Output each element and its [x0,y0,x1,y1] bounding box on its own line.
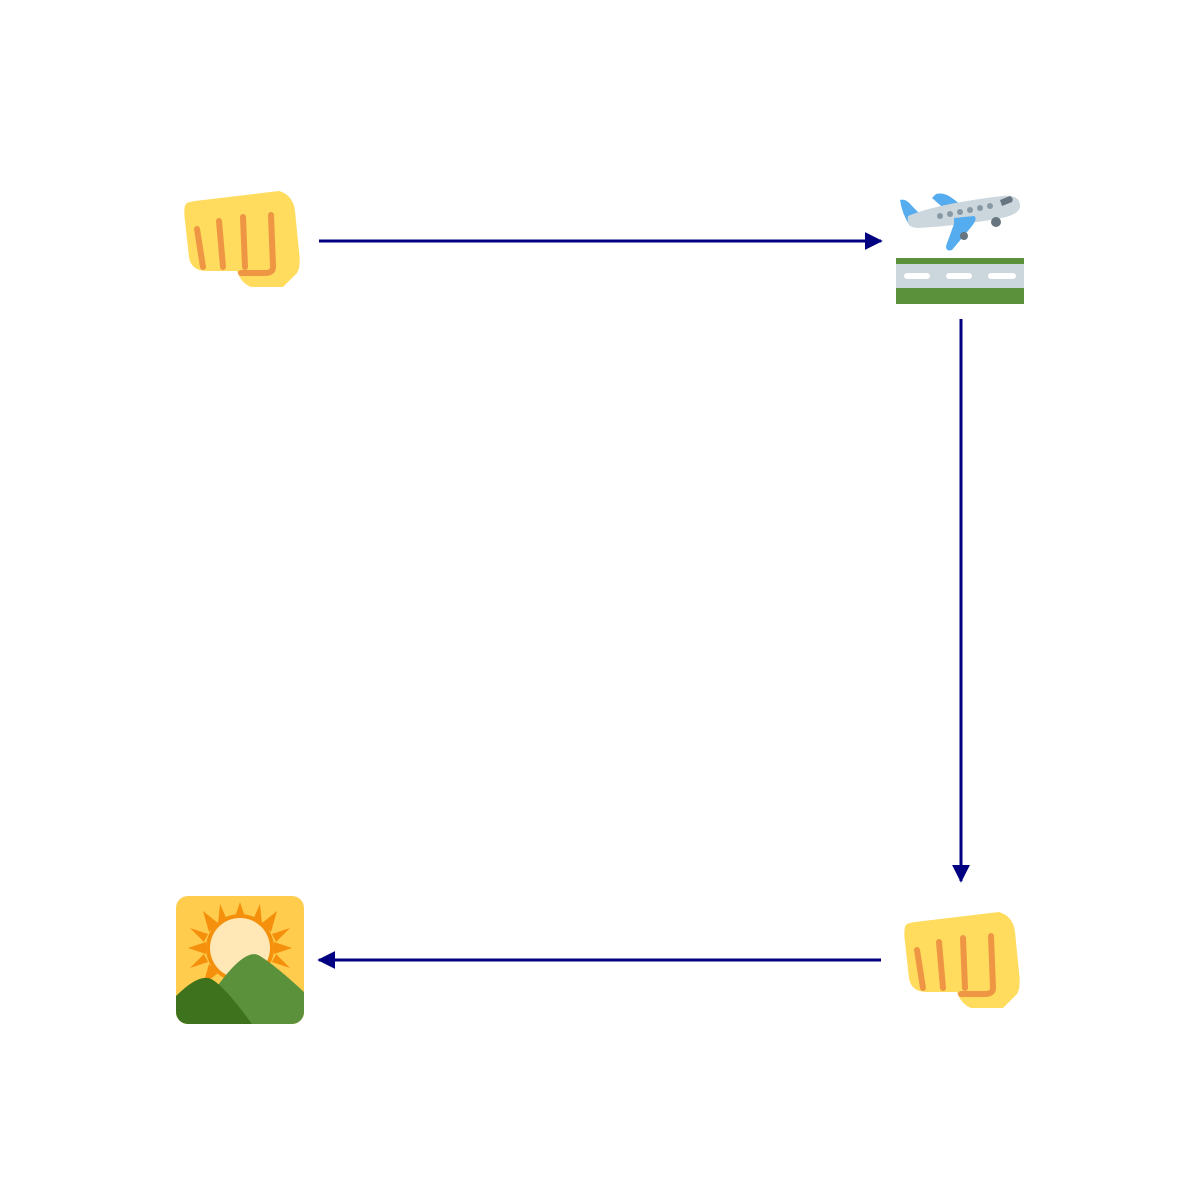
airplane-departure-icon [896,193,1024,304]
node-1 [184,191,299,287]
oncoming-fist-icon [904,912,1019,1008]
node-3 [904,912,1019,1008]
node-4 [176,896,304,1024]
oncoming-fist-icon [184,191,299,287]
node-2 [896,193,1024,304]
sunrise-over-mountains-icon [176,896,304,1024]
